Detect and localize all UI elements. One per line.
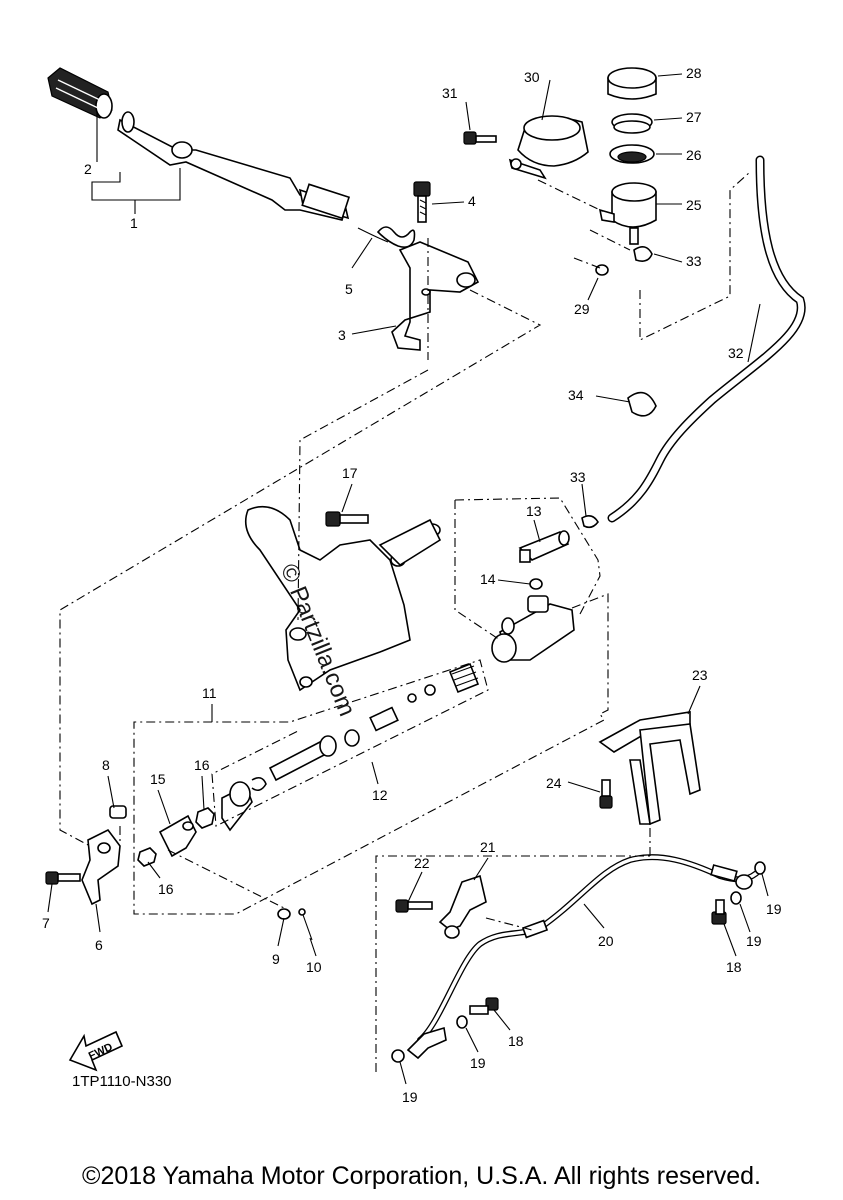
callout-2: 2 [84,161,92,177]
leader-lines [47,73,769,1085]
callout-27: 27 [686,109,702,125]
grommet-29[interactable] [595,264,609,276]
cotter-pin-10[interactable] [298,908,313,941]
union-bolt-18-right[interactable] [711,899,727,925]
callout-9: 9 [272,951,280,967]
reservoir-cover[interactable] [508,115,589,180]
frame-bracket [244,505,442,692]
callout-18-left: 18 [508,1033,524,1049]
gasket-19-right-a[interactable] [754,861,766,875]
callout-17: 17 [342,465,358,481]
pedal-rubber[interactable] [47,67,113,119]
callout-12: 12 [372,787,388,803]
callouts: 1 2 3 4 5 6 7 8 9 10 11 12 13 14 15 16 1… [42,65,782,1105]
washer-9[interactable] [277,908,291,920]
callout-19-right-b: 19 [746,933,762,949]
reservoir-hose[interactable] [607,155,806,523]
oring-14[interactable] [529,578,543,590]
callout-13: 13 [526,503,542,519]
screw-31[interactable] [463,131,497,145]
callout-22: 22 [414,855,430,871]
reservoir-tank[interactable] [598,182,657,245]
callout-29: 29 [574,301,590,317]
union-bolt-18-left[interactable] [469,997,499,1015]
cap-plate[interactable] [611,113,653,134]
callout-16-lower: 16 [158,881,174,897]
nut-16-upper[interactable] [195,807,215,829]
diagram-code: 1TP1110-N330 [72,1073,172,1090]
callout-31: 31 [442,85,458,101]
callout-19-right-a: 19 [766,901,782,917]
callout-4: 4 [468,193,476,209]
callout-21: 21 [480,839,496,855]
callout-25: 25 [686,197,702,213]
callout-8: 8 [102,757,110,773]
callout-33-upper: 33 [686,253,702,269]
callout-20: 20 [598,933,614,949]
callout-14: 14 [480,571,496,587]
callout-16-upper: 16 [194,757,210,773]
callout-5: 5 [345,281,353,297]
return-spring[interactable] [357,226,416,248]
gasket-19-left-a[interactable] [456,1015,468,1029]
hose-clamp-33[interactable] [581,514,599,529]
callout-30: 30 [524,69,540,85]
clevis-15[interactable] [158,814,197,858]
gasket-19-left-b[interactable] [391,1049,405,1063]
callout-34: 34 [568,387,584,403]
bolt-22[interactable] [395,899,433,913]
bolt-17[interactable] [325,511,369,527]
pin-8[interactable] [109,805,127,819]
callout-6: 6 [95,937,103,953]
callout-33-lower: 33 [570,469,586,485]
callout-26: 26 [686,147,702,163]
hose-clamp-top[interactable] [633,246,653,262]
callout-23: 23 [692,667,708,683]
callout-11: 11 [202,685,217,701]
nut-16-lower[interactable] [137,847,157,867]
diaphragm[interactable] [609,144,655,164]
pedal-bracket[interactable] [391,241,480,351]
lever-6[interactable] [81,828,121,906]
callout-32: 32 [728,345,744,361]
hose-joint-13[interactable] [518,530,570,563]
fwd-arrow: FWD [68,1030,124,1072]
callout-28: 28 [686,65,702,81]
callout-7: 7 [42,915,50,931]
bolt-24[interactable] [599,779,613,809]
reservoir-cap[interactable] [607,67,657,100]
callout-3: 3 [338,327,346,343]
gasket-19-right-b[interactable] [730,891,742,905]
callout-1: 1 [130,215,138,231]
callout-19-left-b: 19 [402,1089,418,1105]
callout-18-right: 18 [726,959,742,975]
bolt-7[interactable] [45,871,81,885]
callout-10: 10 [306,959,322,975]
hose-guide-21[interactable] [438,874,487,939]
brake-pedal[interactable] [117,111,351,221]
brake-hose[interactable] [406,854,763,1060]
callout-24: 24 [546,775,562,791]
bolt-4[interactable] [413,181,431,223]
callout-15: 15 [150,771,166,787]
callout-19-left-a: 19 [470,1055,486,1071]
copyright-notice: ©2018 Yamaha Motor Corporation, U.S.A. A… [82,1162,761,1190]
hose-clamp-34[interactable] [627,391,657,417]
assembly-lines [59,171,751,1072]
bracket-23[interactable] [598,711,701,826]
piston-kit[interactable] [221,662,480,832]
master-cylinder[interactable] [491,595,575,663]
